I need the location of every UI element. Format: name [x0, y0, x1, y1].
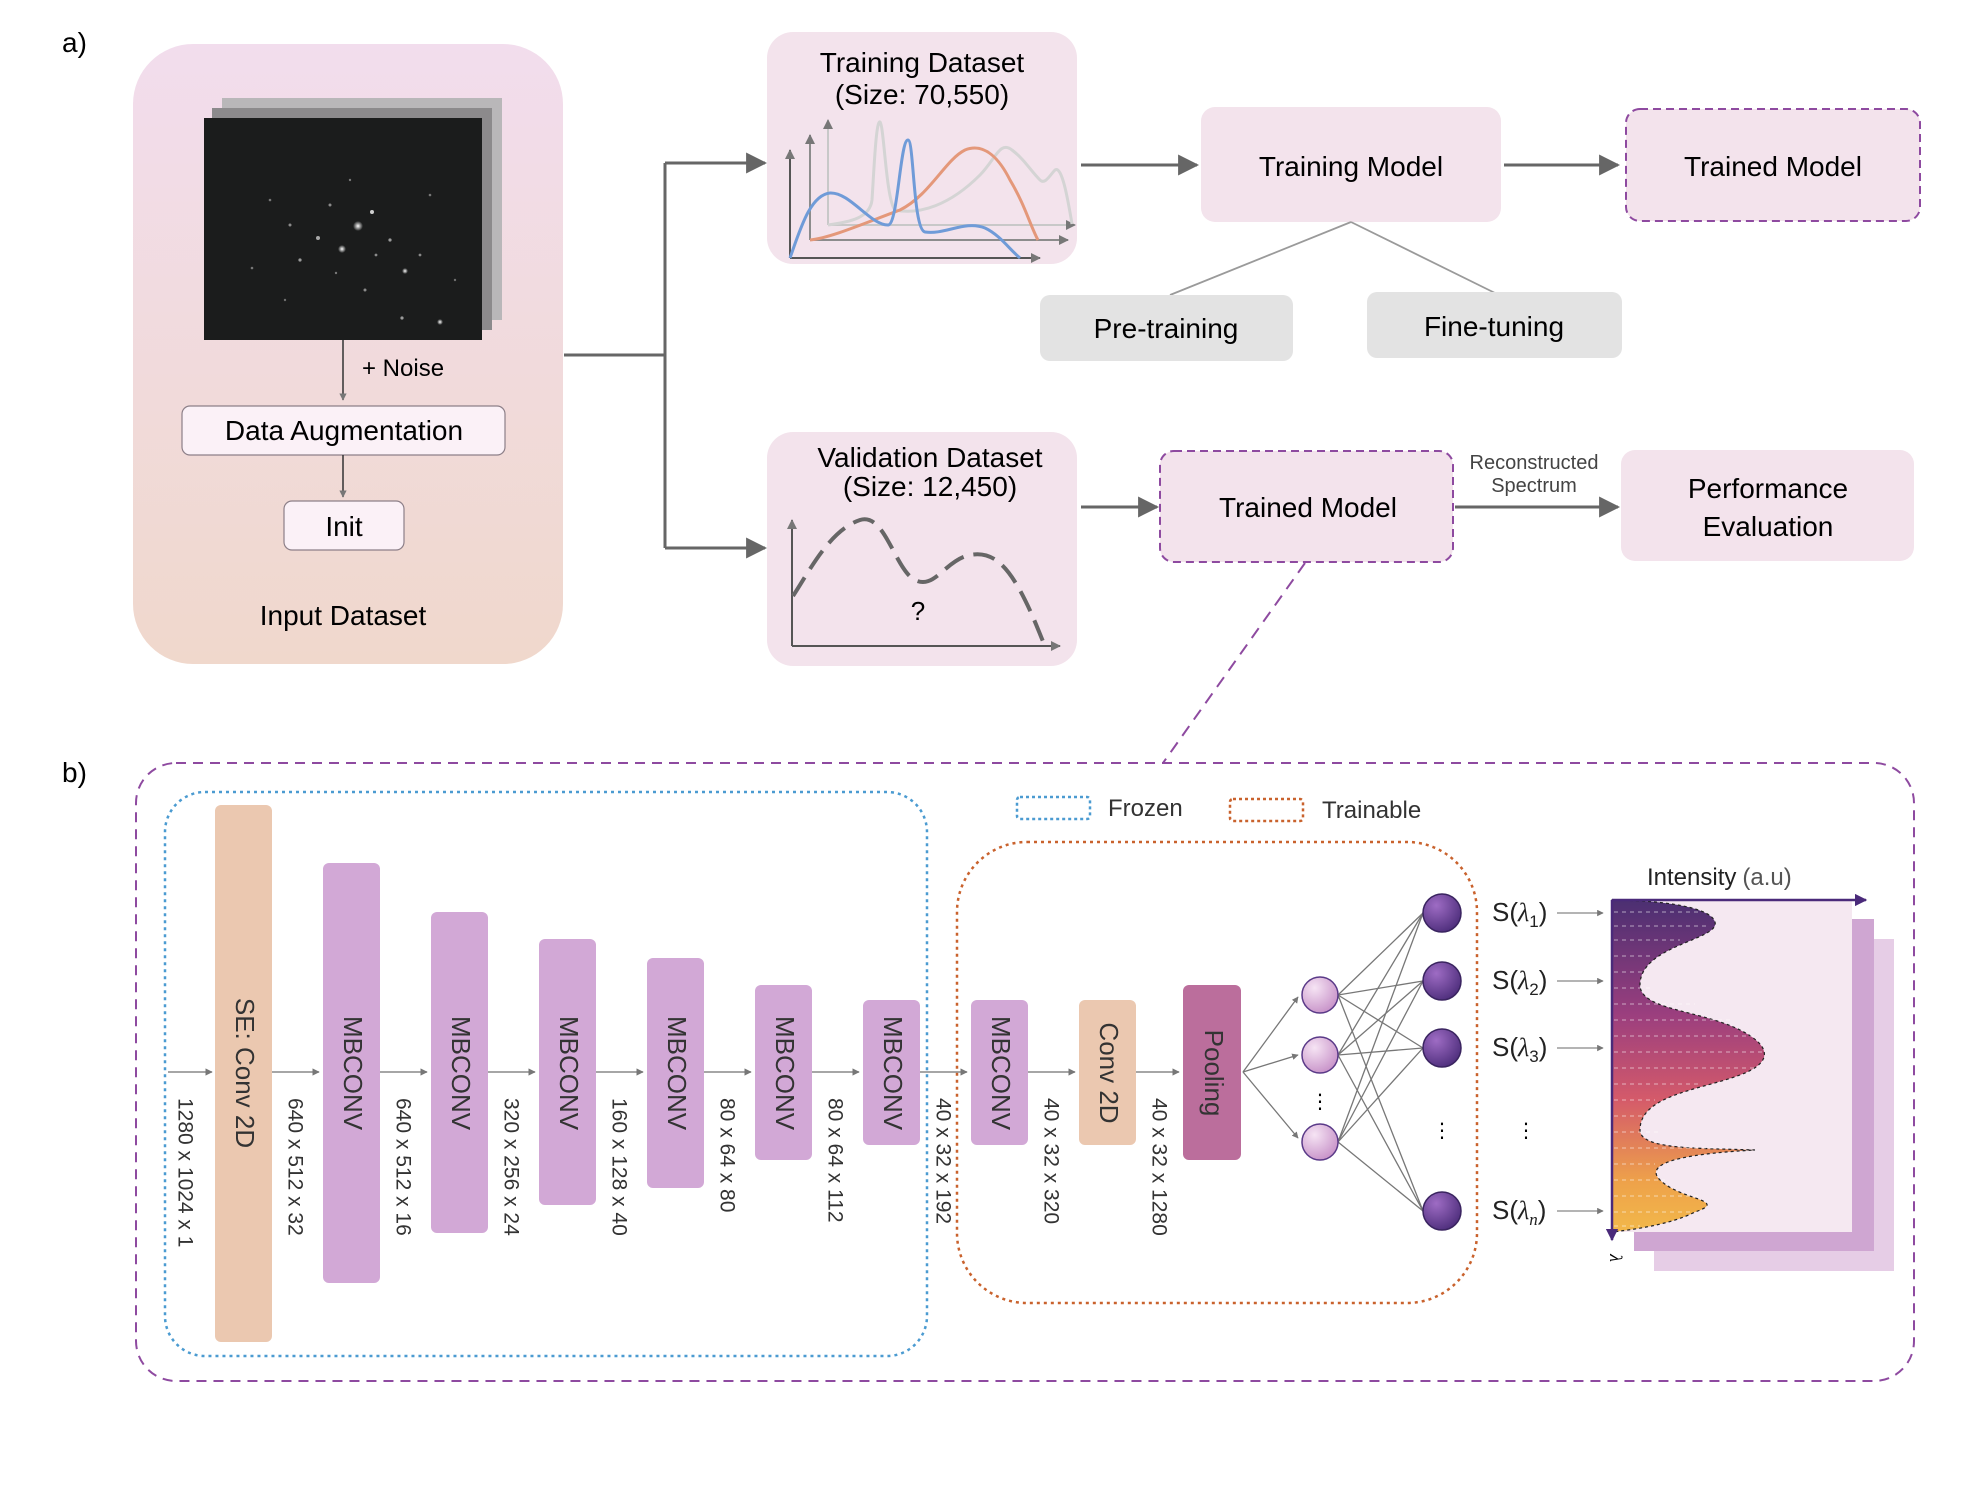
validation-mini-chart: [787, 517, 1061, 651]
pre-training-box: [1040, 295, 1293, 361]
training-model-label: Training Model: [1259, 151, 1443, 182]
output-labels: S(λ1) S(λ2) S(λ3) S(λn): [1492, 897, 1547, 1229]
panel-b-label: b): [62, 757, 87, 788]
output-label-1: S(λ1): [1492, 897, 1547, 931]
mbconv-label-2: MBCONV: [446, 1016, 476, 1131]
se-conv2d-label: SE: Conv 2D: [230, 998, 260, 1148]
legend-trainable-swatch: [1228, 797, 1305, 823]
mbconv-block-7: [971, 1000, 1028, 1145]
performance-label: Performance: [1688, 473, 1848, 504]
se-conv2d-block: [215, 805, 272, 1342]
mbconv-block-2: [431, 912, 488, 1233]
noise-label: + Noise: [362, 355, 444, 382]
output-node-3: [1422, 1028, 1462, 1068]
validation-question-mark: ?: [911, 596, 925, 626]
pooling-label: Pooling: [1199, 1030, 1229, 1117]
mbconv-label-7: MBCONV: [986, 1016, 1016, 1131]
legend-trainable-label: Trainable: [1322, 797, 1421, 824]
output-ellipsis: ⋮: [1432, 1120, 1452, 1142]
spectrum-fill: [1611, 899, 1765, 1233]
dense-connections: [1242, 912, 1424, 1212]
data-augmentation-label: Data Augmentation: [225, 415, 463, 446]
dim-label-6: 80 x 64 x 112: [823, 1098, 846, 1223]
mbconv-block-4: [647, 958, 704, 1188]
dim-label-5: 80 x 64 x 80: [715, 1098, 738, 1212]
training-branches: [1169, 221, 1496, 296]
legend-frozen-swatch: [1015, 795, 1092, 821]
output-label-2: S(λ2): [1492, 965, 1547, 999]
trained-model-bottom-label: Trained Model: [1219, 492, 1397, 523]
output-arrows: [1557, 909, 1604, 1215]
dim-label-4: 160 x 128 x 40: [607, 1098, 630, 1236]
output-label-n: S(λn): [1492, 1195, 1546, 1229]
output-node-2: [1422, 961, 1462, 1001]
training-dataset-title: Training Dataset: [820, 47, 1025, 78]
mbconv-label-4: MBCONV: [662, 1016, 692, 1131]
reconstructed-label: Reconstructed: [1470, 452, 1599, 474]
output-label-3: S(λ3): [1492, 1032, 1547, 1066]
dim-label-1: 640 x 512 x 32: [283, 1098, 306, 1236]
spectrum-hatch: [1614, 911, 1765, 1227]
training-mini-chart: [785, 119, 1076, 263]
network-blocks: [215, 805, 1241, 1342]
mbconv-label-5: MBCONV: [770, 1016, 800, 1131]
hidden-node-3: [1301, 1123, 1339, 1161]
init-label: Init: [325, 511, 363, 542]
output-node-n: [1422, 1191, 1462, 1231]
hidden-node-2: [1301, 1036, 1339, 1074]
conv2d-block: [1079, 1000, 1136, 1145]
dim-label-3: 320 x 256 x 24: [499, 1098, 522, 1236]
evaluation-label: Evaluation: [1703, 511, 1834, 542]
intensity-axis-label: Intensity(a.u): [1647, 864, 1792, 891]
zoom-connector: [1162, 562, 1306, 764]
mbconv-block-1: [323, 863, 380, 1283]
legend-frozen-label: Frozen: [1108, 795, 1183, 822]
trained-model-top-label: Trained Model: [1684, 151, 1862, 182]
dimension-labels: 1280 x 1024 x 1 640 x 512 x 32 640 x 512…: [173, 1098, 1170, 1247]
lambda-axis-label: λ: [1606, 1253, 1626, 1262]
init-box: [283, 500, 405, 551]
architecture-panel: [135, 762, 1915, 1382]
mbconv-block-6: [863, 1000, 920, 1145]
panel-a-label: a): [62, 27, 87, 58]
trained-model-bottom-box: [1159, 450, 1454, 563]
training-dataset-box: Training Dataset (Size: 70,550): [767, 32, 1077, 264]
dim-label-2: 640 x 512 x 16: [391, 1098, 414, 1236]
mbconv-label-3: MBCONV: [554, 1016, 584, 1131]
frozen-region: [163, 790, 929, 1358]
hidden-node-1: [1301, 976, 1339, 1014]
validation-dataset-size: (Size: 12,450): [843, 471, 1017, 502]
training-dataset-size: (Size: 70,550): [835, 79, 1009, 110]
mbconv-label-6: MBCONV: [878, 1016, 908, 1131]
input-dataset-title: Input Dataset: [260, 600, 427, 631]
dim-label-7: 40 x 32 x 192: [931, 1098, 954, 1224]
validation-dataset-box: Validation Dataset (Size: 12,450) ?: [767, 432, 1077, 666]
conv2d-label: Conv 2D: [1094, 1022, 1124, 1123]
speckle-image: [204, 118, 482, 340]
fine-tuning-label: Fine-tuning: [1424, 311, 1564, 342]
validation-dataset-title: Validation Dataset: [817, 442, 1042, 473]
pre-training-label: Pre-training: [1094, 313, 1239, 344]
spectrum-label: Spectrum: [1491, 475, 1577, 497]
output-node-1: [1422, 893, 1462, 933]
dim-label-9: 40 x 32 x 1280: [1147, 1098, 1170, 1236]
fine-tuning-box: [1367, 292, 1622, 358]
hidden-ellipsis: ⋮: [1310, 1091, 1330, 1113]
mbconv-block-5: [755, 985, 812, 1160]
mbconv-block-3: [539, 939, 596, 1205]
performance-evaluation-box: [1621, 450, 1914, 561]
trained-model-top-box: [1625, 108, 1921, 222]
dim-label-0: 1280 x 1024 x 1: [173, 1098, 196, 1247]
spectrum-plot: [1605, 893, 1894, 1271]
block-labels: SE: Conv 2D MBCONV MBCONV MBCONV MBCONV …: [230, 998, 1229, 1148]
spectrum-ellipsis: ⋮: [1516, 1120, 1536, 1142]
split-connector: [564, 152, 768, 559]
pooling-block: [1183, 985, 1241, 1160]
dim-label-8: 40 x 32 x 320: [1039, 1098, 1062, 1224]
input-dataset-panel: + Noise Data Augmentation Init Input Dat…: [133, 44, 563, 664]
mbconv-label-1: MBCONV: [338, 1016, 368, 1131]
training-model-box: [1201, 107, 1501, 222]
